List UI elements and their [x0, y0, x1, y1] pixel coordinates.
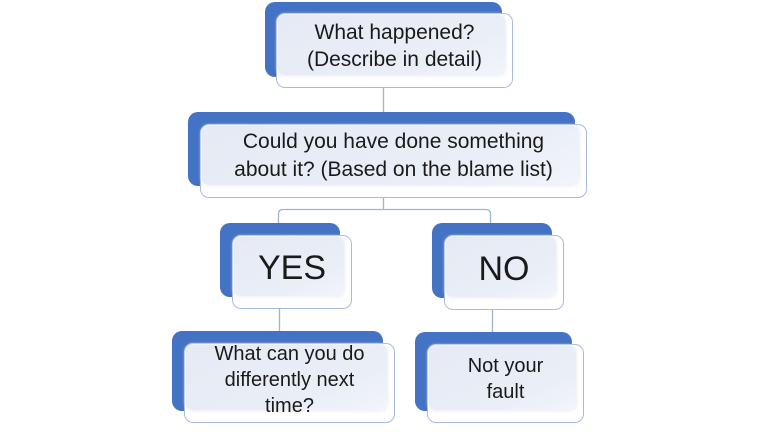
connector-q2-branch: [277, 198, 492, 223]
node-not-your-fault: Not your fault: [415, 332, 584, 423]
node-label: What happened? (Describe in detail): [306, 20, 483, 71]
node-card: Could you have done something about it? …: [200, 124, 587, 198]
node-label: Not your fault: [467, 354, 544, 403]
node-card: What happened? (Describe in detail): [276, 13, 513, 88]
node-what-happened: What happened? (Describe in detail): [265, 2, 513, 88]
node-no: NO: [432, 223, 564, 310]
node-card: NO: [444, 235, 564, 310]
node-what-can-you-do-differently: What can you do differently next time?: [172, 331, 395, 423]
node-label: NO: [478, 249, 530, 288]
node-card: YES: [232, 235, 352, 309]
node-could-you-have-done-something: Could you have done something about it? …: [188, 112, 587, 198]
node-yes: YES: [220, 223, 352, 309]
node-card: Not your fault: [427, 344, 584, 423]
node-label: What can you do differently next time?: [214, 343, 365, 417]
node-label: Could you have done something about it? …: [234, 130, 553, 181]
node-label: YES: [257, 249, 327, 287]
node-card: What can you do differently next time?: [184, 343, 395, 423]
